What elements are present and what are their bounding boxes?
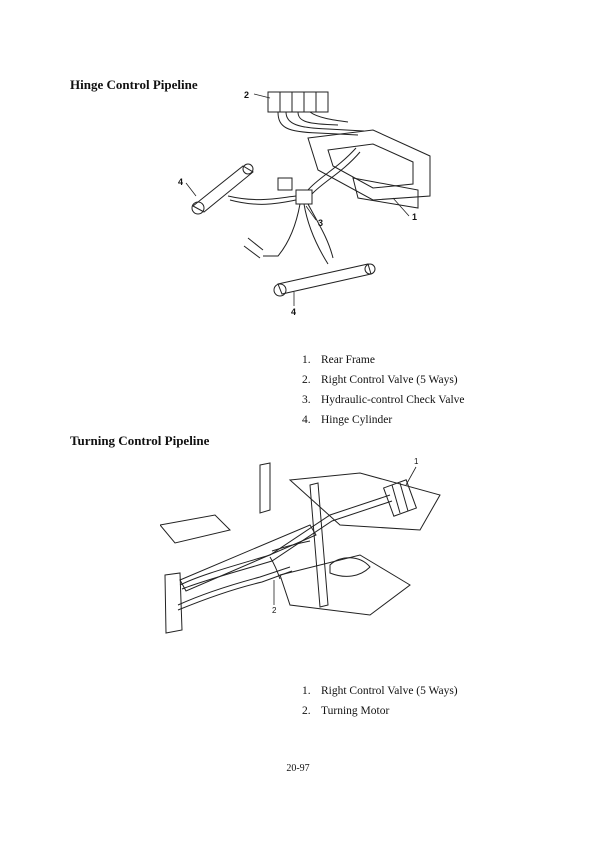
legend-item: 2.Right Control Valve (5 Ways) [302, 374, 458, 386]
legend-item: 3.Hydraulic-control Check Valve [302, 394, 465, 406]
front-frame-shape [160, 514, 231, 544]
legend-item: 4.Hinge Cylinder [302, 414, 393, 426]
callout-4-lower: 4 [291, 307, 296, 317]
section-heading-hinge: Hinge Control Pipeline [70, 77, 198, 92]
callout-4-upper: 4 [178, 177, 183, 187]
hinge-pipeline-diagram: 1 2 3 4 4 [178, 90, 431, 317]
arm-shape [179, 524, 317, 592]
callout-1: 1 [414, 457, 419, 466]
page-number: 20-97 [286, 763, 310, 774]
callout-3: 3 [318, 218, 323, 228]
turning-pipeline-diagram: 1 2 [160, 457, 441, 634]
rear-frame-shape [307, 129, 431, 201]
section-heading-turning: Turning Control Pipeline [70, 433, 210, 448]
control-valve-shape [382, 479, 418, 517]
callout-2: 2 [272, 606, 277, 615]
vertical-pillar-shape [309, 482, 329, 608]
callout-2: 2 [244, 90, 249, 100]
control-valve-shape [267, 91, 329, 113]
hinge-cylinder-upper [192, 165, 254, 213]
turning-legend: 1.Right Control Valve (5 Ways) 2.Turning… [302, 681, 458, 721]
turning-motor-housing [279, 554, 411, 616]
legend-item: 2.Turning Motor [302, 705, 390, 717]
hinge-cylinder-lower [277, 263, 372, 295]
check-valve-shape [295, 189, 313, 205]
legend-item: 1.Rear Frame [302, 354, 375, 366]
rear-frame-shape [288, 472, 441, 531]
callout-1: 1 [412, 212, 417, 222]
hinge-legend: 1.Rear Frame 2.Right Control Valve (5 Wa… [302, 350, 465, 430]
legend-item: 1.Right Control Valve (5 Ways) [302, 685, 458, 697]
